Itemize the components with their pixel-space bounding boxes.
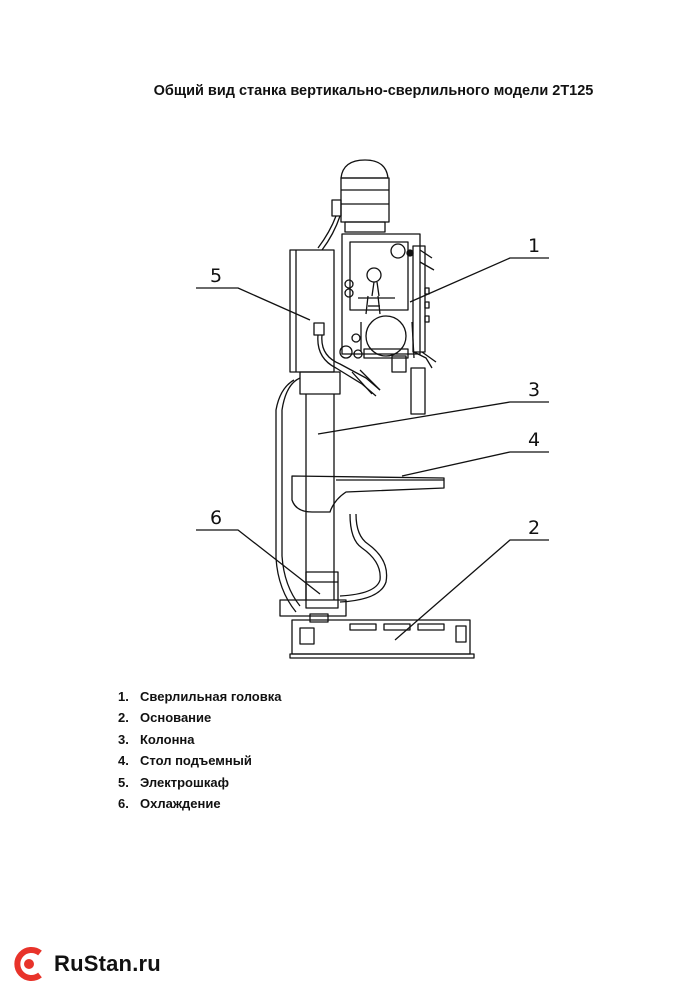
rustan-logo[interactable]: RuStan.ru [10, 944, 161, 984]
coolant-pump [279, 571, 347, 623]
page-title: Общий вид станка вертикально-сверлильног… [153, 83, 594, 99]
parts-legend: 1.Сверлильная головка 2.Основание 3.Коло… [118, 686, 281, 814]
rustan-logo-icon [14, 947, 42, 981]
leader-lines [196, 257, 549, 641]
motor [317, 159, 390, 251]
drilling-head [339, 233, 437, 415]
callout-6: 6 [210, 507, 222, 529]
legend-label: Стол подъемный [140, 753, 252, 769]
callout-1: 1 [528, 235, 540, 257]
legend-item: 1.Сверлильная головка [118, 689, 282, 704]
legend-label: Охлаждение [140, 795, 221, 811]
legend-label: Основание [140, 710, 212, 726]
callout-2: 2 [528, 517, 540, 539]
legend-item: 2.Основание [118, 710, 212, 726]
lift-table [291, 475, 445, 603]
base [289, 619, 475, 659]
legend-item: 5.Электрошкаф [118, 774, 229, 790]
legend-label: Электрошкаф [140, 774, 229, 790]
callout-4: 4 [528, 429, 540, 451]
legend-item: 4.Стол подъемный [118, 753, 252, 769]
column [275, 371, 341, 613]
legend-label: Колонна [140, 731, 195, 747]
electrical-cabinet [289, 249, 381, 397]
callout-3: 3 [528, 379, 540, 401]
legend-label: Сверлильная головка [140, 689, 282, 704]
brand-name: RuStan.ru [54, 951, 161, 976]
legend-item: 3.Колонна [118, 731, 195, 747]
callout-5: 5 [210, 265, 222, 287]
legend-item: 6.Охлаждение [118, 795, 221, 811]
